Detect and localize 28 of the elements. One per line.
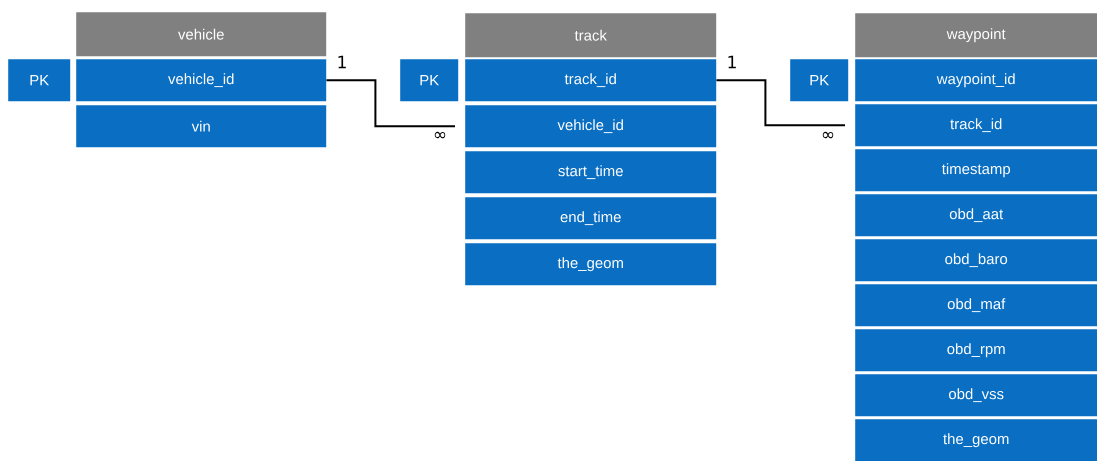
- field-cell: timestamp: [855, 149, 1097, 192]
- table-header: track: [465, 13, 717, 58]
- field-cell: end_time: [465, 197, 717, 240]
- field-cell: track_id: [465, 59, 717, 102]
- field-cell: vin: [76, 105, 327, 148]
- field-cell: obd_maf: [855, 284, 1097, 327]
- field-cell: the_geom: [855, 419, 1097, 461]
- field-cell: vehicle_id: [76, 59, 327, 102]
- field-cell: obd_baro: [855, 239, 1097, 282]
- cardinality-label: ∞: [822, 131, 834, 139]
- field-cell: vehicle_id: [465, 105, 717, 148]
- field-cell: obd_aat: [855, 194, 1097, 237]
- cardinality-label: 1: [338, 55, 346, 69]
- table-header: waypoint: [855, 13, 1097, 58]
- relationship-line: [325, 79, 456, 128]
- field-cell: waypoint_id: [855, 59, 1097, 102]
- primary-key-badge: PK: [8, 59, 71, 102]
- cardinality-label: ∞: [434, 131, 446, 139]
- relationship-line: [715, 79, 846, 127]
- cardinality-label: 1: [728, 55, 736, 69]
- primary-key-badge: PK: [400, 59, 459, 102]
- field-cell: the_geom: [465, 243, 717, 286]
- field-cell: obd_rpm: [855, 329, 1097, 372]
- field-cell: obd_vss: [855, 374, 1097, 417]
- primary-key-badge: PK: [790, 59, 849, 102]
- field-cell: track_id: [855, 104, 1097, 147]
- field-cell: start_time: [465, 151, 717, 194]
- table-header: vehicle: [76, 12, 327, 57]
